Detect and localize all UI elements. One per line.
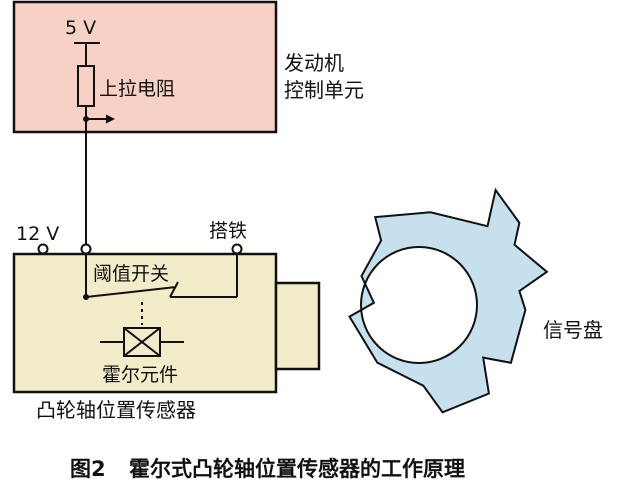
switch-contact	[169, 281, 179, 298]
pullup-resistor-label: 上拉电阻	[99, 78, 175, 100]
signal-wheel	[348, 187, 549, 414]
sensor-name: 凸轮轴位置传感器	[36, 398, 196, 422]
figure-caption: 霍尔式凸轮轴位置传感器的工作原理	[129, 457, 465, 481]
ground-terminal	[231, 243, 243, 255]
ecu-title-line1: 发动机	[284, 51, 344, 75]
ecu-box	[12, 0, 278, 134]
signal-wheel-label: 信号盘	[543, 318, 603, 342]
output-arrow-head	[106, 114, 115, 124]
supply-terminal	[37, 243, 49, 255]
hall-cross-b	[123, 327, 161, 357]
pullup-resistor	[77, 65, 95, 107]
ecu-voltage-label: 5 V	[65, 17, 96, 39]
figure-number: 图2	[70, 457, 106, 481]
hall-label: 霍尔元件	[102, 364, 178, 386]
ground-label: 搭铁	[209, 220, 247, 242]
switch-blade	[85, 286, 177, 298]
signal-terminal	[80, 243, 92, 255]
sensor-probe	[274, 281, 321, 371]
switch-label: 阈值开关	[93, 263, 169, 285]
ecu-title-line2: 控制单元	[284, 78, 364, 102]
supply-label: 12 V	[16, 223, 59, 245]
